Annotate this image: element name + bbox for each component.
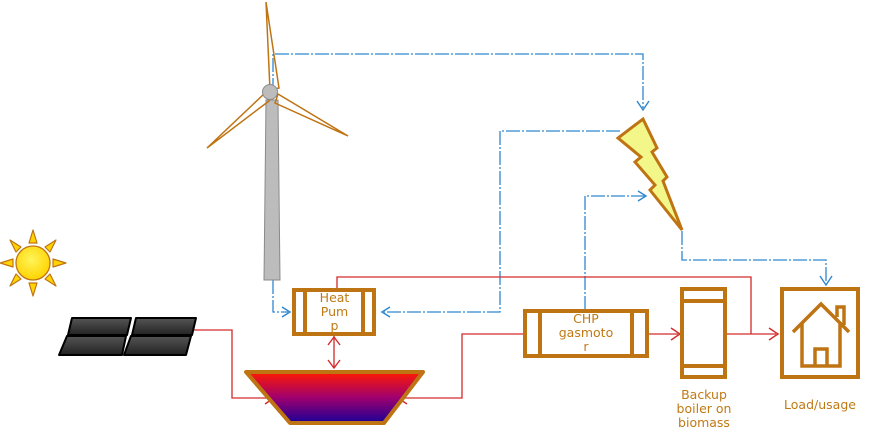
load-frame <box>780 287 860 379</box>
chp-frame <box>523 309 649 358</box>
solar-collector[interactable] <box>58 317 197 356</box>
wind-blade-up <box>265 1 280 91</box>
chp-label: CHP gasmoto r <box>558 312 614 354</box>
arrowhead-storage-up <box>327 359 341 370</box>
heat-lines <box>193 276 776 399</box>
backup-boiler-label: Backup boiler on biomass <box>676 387 732 430</box>
backup-boiler[interactable] <box>680 287 727 379</box>
electric-arrowheads <box>281 100 833 318</box>
sun-icon <box>0 229 67 297</box>
lightning-grid-icon[interactable] <box>615 116 684 231</box>
arrowhead-load-in <box>819 275 833 287</box>
heat-pump-frame <box>292 288 376 336</box>
edge-solar-to-storage <box>193 329 272 399</box>
boiler-frame <box>680 287 727 379</box>
edge-heatpump-to-load <box>336 276 752 334</box>
wind-blade-left <box>206 91 270 149</box>
edge-wind-to-grid <box>272 53 644 108</box>
wind-turbine[interactable] <box>206 1 349 281</box>
thermal-storage-tank[interactable] <box>244 370 425 425</box>
arrowhead-heatpump-down <box>327 335 341 346</box>
heat-pump-label: Heat Pum p <box>319 291 350 333</box>
load-usage[interactable] <box>780 287 860 379</box>
edge-chp-to-storage <box>400 333 525 399</box>
arrowhead-heatpump-right-in <box>380 306 391 318</box>
edge-grid-to-load <box>681 231 827 282</box>
arrowhead-heatpump-left-in <box>281 306 292 318</box>
heat-pump[interactable] <box>292 288 376 336</box>
chp-unit[interactable] <box>523 309 649 358</box>
edge-chp-to-grid <box>584 195 645 310</box>
solar-panel-cell <box>131 317 197 336</box>
electric-lines <box>272 53 827 313</box>
solar-panel-cell <box>67 317 132 336</box>
wind-tower <box>263 99 281 281</box>
edge-wind-to-heatpump <box>272 280 288 313</box>
arrowhead-grid-chp-in <box>637 190 648 202</box>
solar-panel-cell <box>123 335 192 356</box>
arrowhead-grid-in <box>636 100 650 112</box>
edge-grid-to-heatpump <box>384 130 620 313</box>
solar-panel-cell <box>58 335 127 356</box>
wind-blade-right <box>274 92 349 137</box>
arrowhead-load-heat-in <box>768 327 780 341</box>
house-icon <box>791 301 851 368</box>
wind-hub <box>262 84 278 100</box>
load-usage-label: Load/usage <box>784 397 856 412</box>
